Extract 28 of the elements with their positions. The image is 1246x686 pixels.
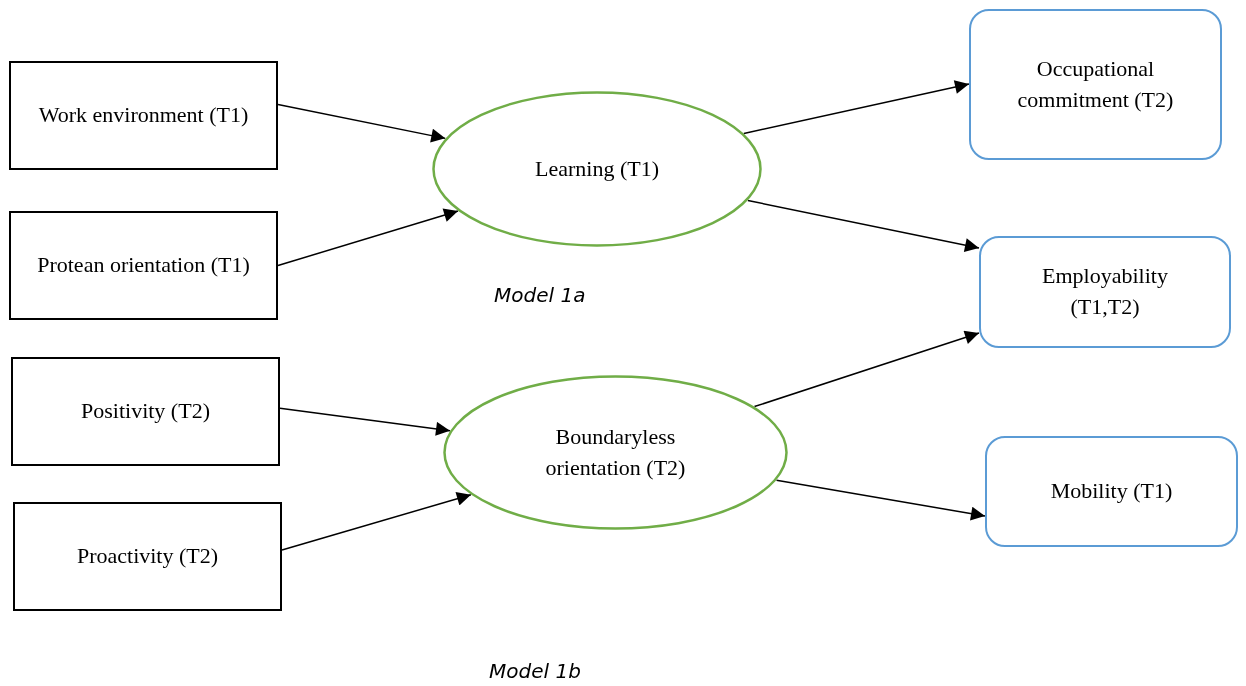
arrow (775, 479, 986, 521)
node-label: Positivity (T2) (81, 397, 210, 426)
node-label: Protean orientation (T1) (37, 251, 250, 280)
variable-box (9, 211, 278, 320)
variable-box (13, 502, 282, 611)
arrow (279, 407, 451, 436)
arrow (743, 80, 970, 135)
node-label: Employability (T1,T2) (1041, 262, 1169, 321)
node-label: Mobility (T1) (1050, 477, 1173, 506)
arrow (753, 330, 980, 408)
model-caption: Model 1a (494, 283, 586, 307)
node-label: Occupational commitment (T2) (1016, 54, 1175, 114)
mediator-ellipse (432, 91, 762, 247)
outcome-box (985, 436, 1238, 547)
variable-box (11, 357, 280, 466)
arrow (277, 103, 446, 143)
node-label: Proactivity (T2) (76, 542, 219, 571)
node-label: Learning (T1) (535, 154, 659, 183)
arrow (281, 491, 472, 551)
node-label: Work environment (T1) (38, 101, 249, 130)
outcome-box (969, 9, 1222, 160)
variable-box (9, 61, 278, 170)
arrow (277, 208, 459, 267)
model-caption: Model 1b (489, 659, 581, 683)
mediator-ellipse (443, 375, 788, 530)
outcome-box (979, 236, 1231, 348)
arrow (747, 199, 980, 253)
node-label: Boundaryless orientation (T2) (544, 422, 687, 482)
